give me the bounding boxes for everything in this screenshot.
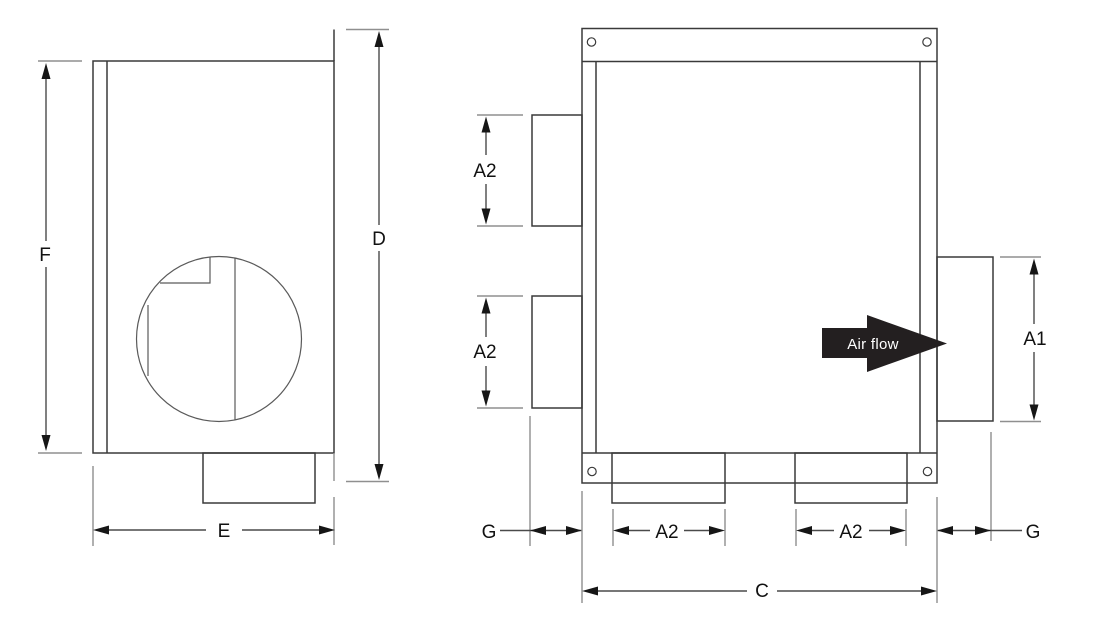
- upper-branch-duct: [531, 114, 583, 227]
- dim-a2bl-arrow-right: [709, 526, 725, 535]
- dim-label-c: C: [755, 581, 769, 602]
- fan-scroll-circle: [135, 255, 303, 423]
- dim-d-arrow-down: [374, 464, 384, 480]
- dimension-d: D: [333, 28, 389, 483]
- dim-a2m-arrow-up: [481, 297, 491, 314]
- front-view-casing: [581, 27, 938, 484]
- dimension-g-right: G: [937, 432, 1040, 543]
- air-flow-arrow: Air flow: [822, 315, 947, 372]
- dim-c-arrow-right: [921, 586, 937, 596]
- dim-label-f: F: [39, 245, 51, 266]
- dim-label-a2-upper: A2: [473, 161, 496, 182]
- dim-label-a1: A1: [1023, 329, 1046, 350]
- dim-a1-arrow-down: [1029, 404, 1039, 421]
- dimension-a2-bottom-right: A2: [795, 509, 907, 546]
- front-view: [531, 27, 994, 504]
- dim-a1-arrow-up: [1029, 258, 1039, 275]
- dim-c-arrow-left: [582, 586, 598, 596]
- dim-gl-arrow-left: [530, 526, 546, 535]
- air-flow-arrow-head: [867, 315, 947, 372]
- dim-gr-arrow-right: [975, 526, 991, 535]
- bottom-left-branch-duct: [611, 452, 726, 504]
- dim-e-arrow-right: [319, 525, 335, 535]
- dim-label-a2-middle: A2: [473, 342, 496, 363]
- dim-e-arrow-left: [93, 525, 109, 535]
- side-view: [92, 29, 335, 504]
- side-view-bottom-duct: [202, 452, 316, 504]
- dim-f-arrow-up: [41, 63, 51, 79]
- dim-label-g-left: G: [482, 522, 497, 543]
- dim-d-arrow-up: [374, 31, 384, 47]
- dimension-a1: A1: [1000, 256, 1047, 423]
- dimension-f: F: [38, 60, 82, 454]
- screw-hole-top-left: [586, 37, 597, 47]
- bottom-right-branch-duct: [794, 452, 908, 504]
- dim-f-arrow-down: [41, 435, 51, 451]
- fan-motor-notch: [160, 257, 211, 284]
- dim-a2br-arrow-right: [890, 526, 906, 535]
- screw-hole-bottom-left: [587, 466, 597, 477]
- air-flow-arrow-body: [822, 328, 868, 358]
- dimension-g-left: G: [482, 416, 582, 546]
- air-flow-label: Air flow: [847, 336, 899, 353]
- dimension-c: C: [581, 491, 938, 603]
- screw-hole-bottom-right: [922, 466, 933, 477]
- screw-hole-top-right: [922, 37, 932, 47]
- dim-a2bl-arrow-left: [613, 526, 629, 535]
- dim-a2m-arrow-down: [481, 390, 491, 407]
- dim-a2u-arrow-down: [481, 208, 491, 225]
- dim-a2br-arrow-left: [796, 526, 812, 535]
- outlet-duct: [936, 256, 994, 422]
- dim-label-a2-bottom-left: A2: [655, 522, 678, 543]
- dim-a2u-arrow-up: [481, 116, 491, 133]
- dim-gl-arrow-right: [566, 526, 582, 535]
- dimension-a2-upper: A2: [473, 114, 523, 227]
- dimension-e: E: [92, 466, 335, 546]
- dim-label-d: D: [372, 229, 386, 250]
- dim-label-e: E: [218, 521, 231, 542]
- dim-label-a2-bottom-right: A2: [839, 522, 862, 543]
- dim-label-g-right: G: [1026, 522, 1041, 543]
- middle-branch-duct: [531, 295, 583, 409]
- dimension-a2-bottom-left: A2: [612, 509, 726, 546]
- dim-gr-arrow-left: [937, 526, 953, 535]
- dimension-a2-middle: A2: [473, 295, 523, 409]
